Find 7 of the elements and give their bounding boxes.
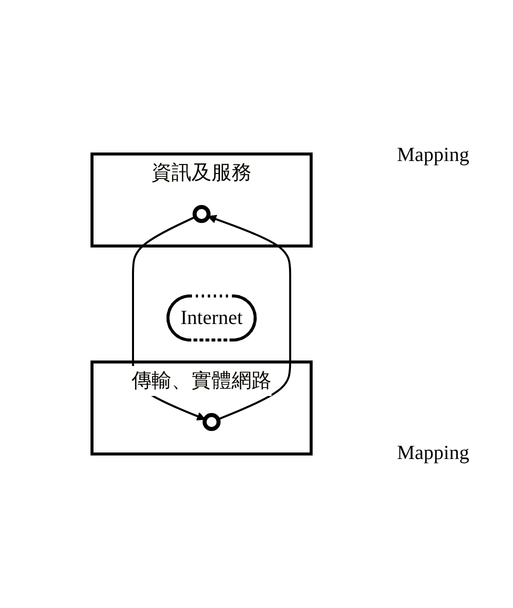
cluster: 傳輸、實體網路: [90, 360, 313, 456]
node-circle: [192, 205, 210, 223]
node-circle: [202, 412, 220, 431]
arrow: [208, 214, 292, 420]
mapping-label: Mapping: [397, 442, 470, 464]
mapping-label: Mapping: [397, 144, 470, 166]
cluster: 資訊及服務: [90, 152, 313, 248]
